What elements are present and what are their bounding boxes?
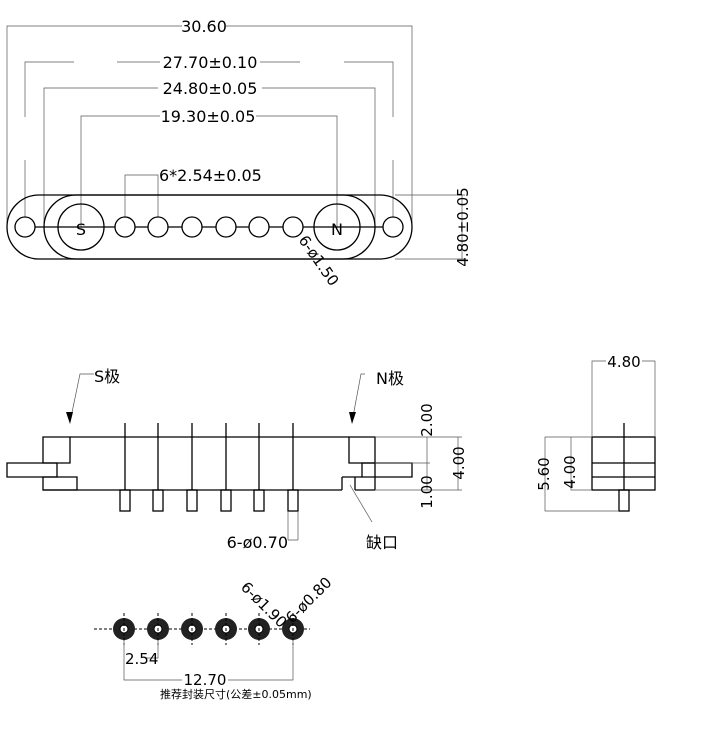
pole-arrows xyxy=(66,412,356,424)
footprint: 2.54 12.70 推荐封装尺寸(公差±0.05mm) 6-ø1.90 6-ø… xyxy=(94,573,336,701)
dim-pitch-footprint: 2.54 xyxy=(125,650,158,668)
pin-holes xyxy=(114,216,304,238)
side-body xyxy=(6,436,413,491)
label-mask xyxy=(158,78,262,98)
pin-tail xyxy=(186,489,198,512)
label-mask xyxy=(182,670,228,688)
dim-span: 12.70 xyxy=(184,671,227,689)
dim-hole: 6-ø0.80 xyxy=(282,573,335,626)
pin-tail xyxy=(253,489,265,512)
dim-magnets: 19.30±0.05 xyxy=(161,107,256,126)
pin-tail xyxy=(119,489,131,512)
pin-tail xyxy=(220,489,232,512)
mounting-holes xyxy=(14,216,404,238)
magnet-s xyxy=(57,203,105,251)
dim-top: 2.00 xyxy=(418,403,436,436)
label-s-pole: S极 xyxy=(94,367,120,386)
footprint-pad xyxy=(181,613,203,645)
pin-hole xyxy=(181,216,203,238)
footprint-pad xyxy=(215,613,237,645)
pin-hole xyxy=(215,216,237,238)
pin-hole xyxy=(147,216,169,238)
label-mask xyxy=(160,106,256,126)
label-mask xyxy=(160,52,260,72)
end-view: 4.80 5.60 4.00 xyxy=(535,352,656,512)
pin-hole xyxy=(114,216,136,238)
end-body xyxy=(591,423,656,512)
top-view: 30.60 27.70±0.10 24.80±0.05 19.30±0.05 6… xyxy=(6,16,472,289)
magnet-s-label: S xyxy=(76,220,86,239)
label-mask xyxy=(606,352,642,370)
footprint-pad xyxy=(282,613,304,645)
dim-width: 4.80 xyxy=(607,353,640,371)
dim-bottom: 1.00 xyxy=(418,475,436,508)
dim-body-height: 4.00 xyxy=(561,455,579,488)
side-dimension-lines xyxy=(69,373,462,541)
pin-tail xyxy=(618,489,630,512)
side-view: S极 N极 2.00 4.00 1.00 6-ø0.70 缺口 xyxy=(6,367,468,552)
dim-outer-holes: 27.70±0.10 xyxy=(163,53,258,72)
pins-side xyxy=(119,423,299,512)
label-n-pole: N极 xyxy=(376,369,404,388)
mounting-hole xyxy=(14,216,36,238)
mounting-hole xyxy=(382,216,404,238)
magnet-n-label: N xyxy=(331,220,343,239)
dim-pitch: 6*2.54±0.05 xyxy=(159,166,262,185)
pin-hole xyxy=(282,216,304,238)
dim-height: 4.80±0.05 xyxy=(454,187,472,266)
dim-overall-height: 5.60 xyxy=(535,457,553,490)
dim-pins: 6-ø0.70 xyxy=(227,533,288,552)
pin-tail xyxy=(152,489,164,512)
dim-inner-body: 24.80±0.05 xyxy=(163,79,258,98)
footprint-pads xyxy=(113,613,304,645)
dim-overall: 30.60 xyxy=(181,17,227,36)
footprint-caption: 推荐封装尺寸(公差±0.05mm) xyxy=(160,687,312,701)
magnet-n xyxy=(313,203,361,251)
footprint-pad xyxy=(248,613,270,645)
dim-total: 4.00 xyxy=(450,446,468,479)
pin-tail xyxy=(287,489,299,512)
label-mask xyxy=(182,16,226,36)
label-notch: 缺口 xyxy=(366,533,398,552)
footprint-pad xyxy=(113,613,135,645)
footprint-pad xyxy=(147,613,169,645)
pin-hole xyxy=(248,216,270,238)
